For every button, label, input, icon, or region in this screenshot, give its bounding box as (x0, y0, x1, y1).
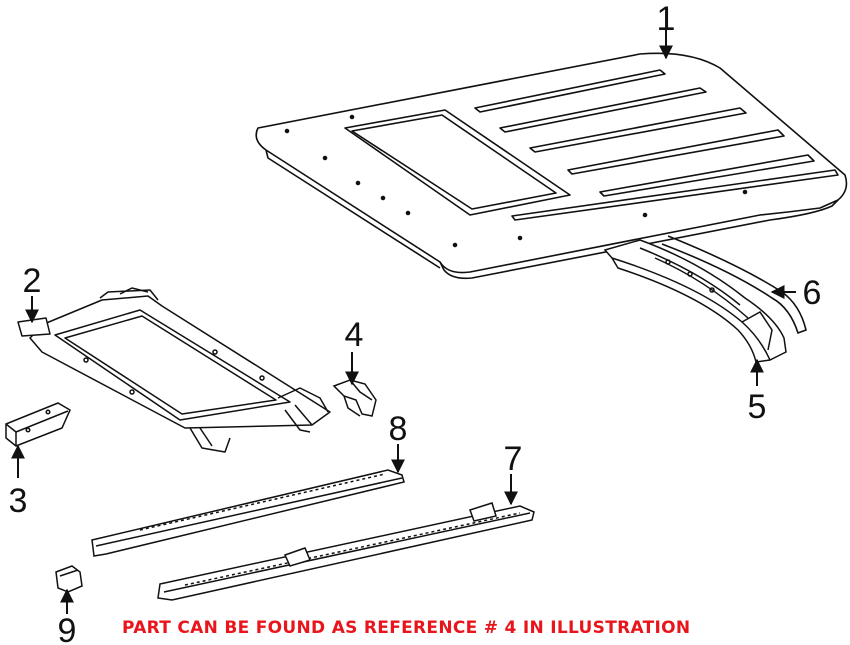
callout-2: 2 (23, 262, 42, 300)
callout-6: 6 (803, 274, 822, 312)
roof-bow-part (605, 240, 786, 362)
callout-3: 3 (9, 482, 28, 520)
roof-panel-part (256, 53, 846, 278)
leader-arrows (11, 30, 796, 614)
callout-7: 7 (504, 440, 523, 478)
roof-side-rail-part (662, 236, 806, 333)
callout-5: 5 (748, 388, 767, 426)
clip-part (334, 380, 376, 416)
callout-1: 1 (657, 0, 676, 38)
sunroof-frame-part (18, 288, 330, 452)
front-bracket-part (6, 403, 70, 446)
end-cap-part (56, 566, 82, 592)
reference-note: PART CAN BE FOUND AS REFERENCE # 4 IN IL… (122, 618, 691, 638)
callout-4: 4 (345, 316, 364, 354)
callout-9: 9 (58, 612, 77, 645)
rail-upper-part (92, 470, 404, 556)
callout-labels: 1 2 3 4 5 6 7 8 9 (9, 0, 822, 645)
callout-8: 8 (389, 410, 408, 448)
rail-lower-part (158, 503, 534, 600)
